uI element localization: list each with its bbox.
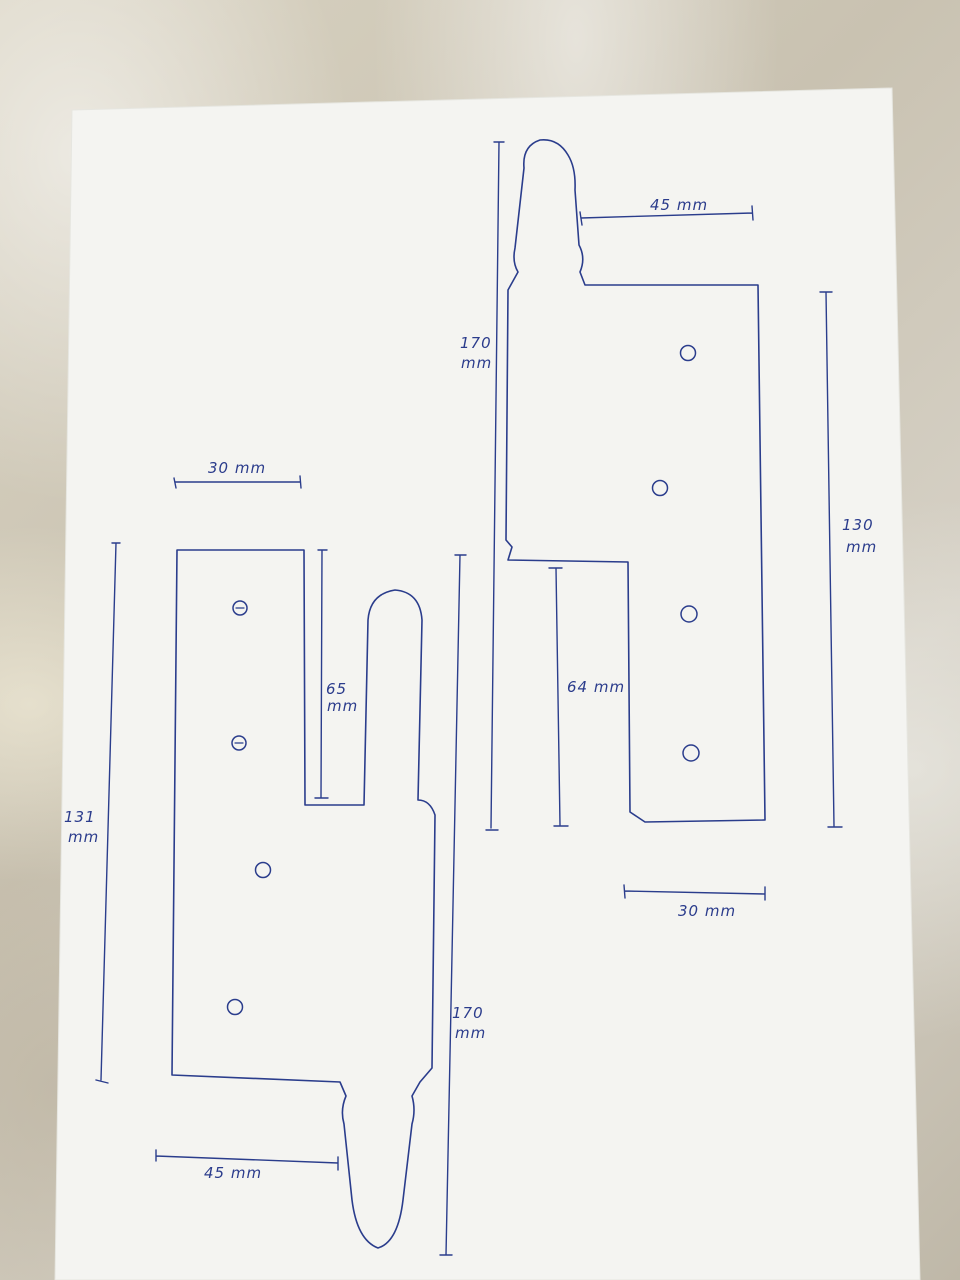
screw-hole: [231, 735, 247, 751]
left-leaf-length-number: 131: [64, 808, 96, 826]
left-hinge-outline: [171, 549, 436, 1249]
dimension-line-gap: [548, 567, 569, 827]
screw-hole: [651, 479, 669, 497]
left-knuckle-label: 45 mm: [204, 1164, 262, 1182]
left-gap-number: 65: [326, 680, 347, 698]
dimension-line-gap: [314, 549, 329, 799]
dimension-line-total: [485, 141, 505, 831]
right-hinge-drawing: [485, 138, 843, 901]
left-hinge-drawing: [95, 475, 467, 1256]
dimension-line-knuckle: [579, 205, 754, 226]
screw-hole: [679, 344, 697, 362]
right-leaf-length-unit: mm: [846, 538, 877, 556]
dimension-line-leaf: [819, 291, 843, 828]
dimension-line-leaf: [95, 542, 121, 1084]
dimension-line-width: [623, 884, 766, 901]
left-gap-unit: mm: [327, 697, 358, 715]
dimension-line-total: [439, 554, 467, 1256]
right-knuckle-label: 45 mm: [650, 196, 708, 214]
right-gap-label: 64 mm: [567, 678, 625, 696]
left-total-length-number: 170: [452, 1004, 484, 1022]
right-leaf-length-number: 130: [842, 516, 874, 534]
screw-hole: [680, 605, 698, 623]
screw-hole: [254, 861, 272, 879]
left-width-label: 30 mm: [208, 459, 266, 477]
paper-sheet: [54, 87, 921, 1280]
left-total-length-unit: mm: [455, 1024, 486, 1042]
dimension-line-knuckle: [155, 1149, 339, 1171]
right-width-label: 30 mm: [678, 902, 736, 920]
screw-hole: [232, 600, 248, 616]
screw-hole: [226, 998, 244, 1016]
left-leaf-length-unit: mm: [68, 828, 99, 846]
right-total-length-unit: mm: [461, 354, 492, 372]
right-hinge-outline: [505, 138, 766, 823]
screw-hole: [682, 744, 700, 762]
right-total-length-number: 170: [460, 334, 492, 352]
dimension-line-width: [173, 475, 302, 489]
